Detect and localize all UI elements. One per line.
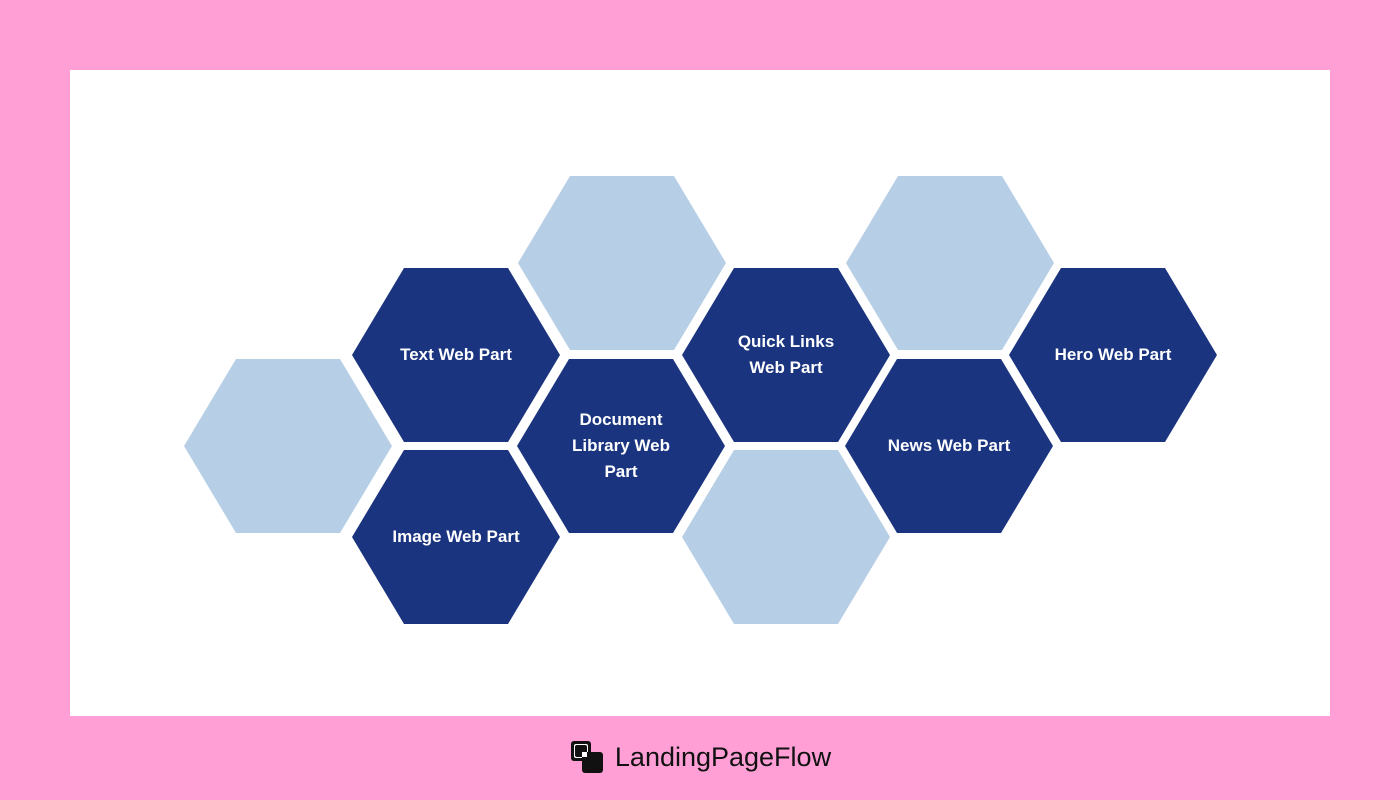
hexagon-label: Quick Links Web Part — [737, 332, 835, 377]
landingpageflow-logo-icon — [570, 741, 603, 773]
hexagon-quick-links-web-part: Quick Links Web Part — [682, 268, 890, 442]
hexagon-image-web-part: Image Web Part — [352, 450, 560, 624]
hexagon-news-web-part: News Web Part — [845, 359, 1053, 533]
brand-name: LandingPageFlow — [614, 741, 832, 772]
hexagon-light — [846, 176, 1054, 350]
hexagon-light — [518, 176, 726, 350]
hexagon-label: Document Library Web Part — [572, 410, 670, 481]
hexagon-label: Text Web Part — [400, 345, 512, 364]
hexagon-light — [184, 359, 392, 533]
hexagon-text-web-part: Text Web Part — [352, 268, 560, 442]
hexagon-label: Hero Web Part — [1054, 345, 1172, 364]
hexagon-light — [682, 450, 890, 624]
hexagon-label: News Web Part — [887, 436, 1011, 455]
brand-footer: LandingPageFlow — [0, 736, 1400, 778]
hexagon-document-library-web-part: Document Library Web Part — [517, 359, 725, 533]
hexagon-hero-web-part: Hero Web Part — [1009, 268, 1217, 442]
hexagon-label: Image Web Part — [392, 527, 520, 546]
